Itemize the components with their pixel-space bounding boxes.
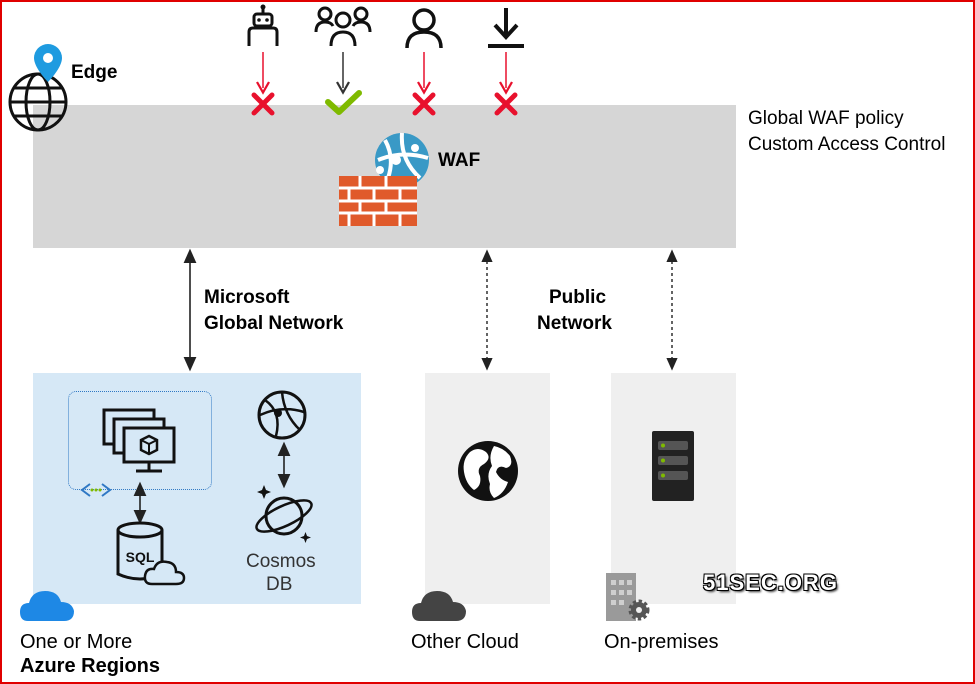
globe-icon xyxy=(8,72,68,132)
cosmos-db-icon xyxy=(255,485,313,543)
firewall-icon xyxy=(339,176,417,226)
waf-policy-label: Global WAF policy xyxy=(748,108,904,129)
cloud-icon xyxy=(412,591,466,621)
other-cloud-label: Other Cloud xyxy=(411,631,519,653)
watermark: 51SEC.ORG xyxy=(703,570,838,595)
bot-icon xyxy=(247,4,279,46)
allowed-check-icon xyxy=(325,90,362,115)
public-network-label-line2: Network xyxy=(537,313,612,334)
microsoft-network-label-line1: Microsoft xyxy=(204,287,290,308)
cosmos-label-line2: DB xyxy=(266,574,293,595)
public-network-label-line1: Public xyxy=(549,287,607,308)
azure-regions-panel xyxy=(33,373,361,604)
on-premises-label: On-premises xyxy=(604,631,719,653)
azure-regions-label-line1: One or More xyxy=(20,631,133,653)
cosmos-network-icon xyxy=(257,390,307,440)
building-gear-icon xyxy=(606,573,650,621)
cloud-outline-icon xyxy=(143,560,186,586)
location-pin-icon xyxy=(34,44,62,82)
server-icon xyxy=(652,431,694,501)
user-icon xyxy=(405,8,443,49)
blocked-x-icon xyxy=(251,92,275,116)
vnet-icon xyxy=(80,483,112,497)
microsoft-network-label-line2: Global Network xyxy=(204,313,344,334)
download-icon xyxy=(488,8,524,48)
earth-globe-icon xyxy=(458,441,518,501)
cosmos-label-line1: Cosmos xyxy=(246,551,316,572)
edge-label: Edge xyxy=(71,62,118,83)
blocked-x-icon xyxy=(412,92,436,116)
azure-cloud-icon xyxy=(20,591,74,621)
custom-access-control-label: Custom Access Control xyxy=(748,134,946,155)
svg-text:SQL: SQL xyxy=(126,549,155,565)
virtual-machines-icon xyxy=(102,408,176,473)
users-group-icon xyxy=(314,6,372,47)
network-cloud-icon xyxy=(375,132,429,187)
blocked-x-icon xyxy=(494,92,518,116)
azure-regions-label-line2: Azure Regions xyxy=(20,655,161,677)
waf-label: WAF xyxy=(438,150,481,171)
